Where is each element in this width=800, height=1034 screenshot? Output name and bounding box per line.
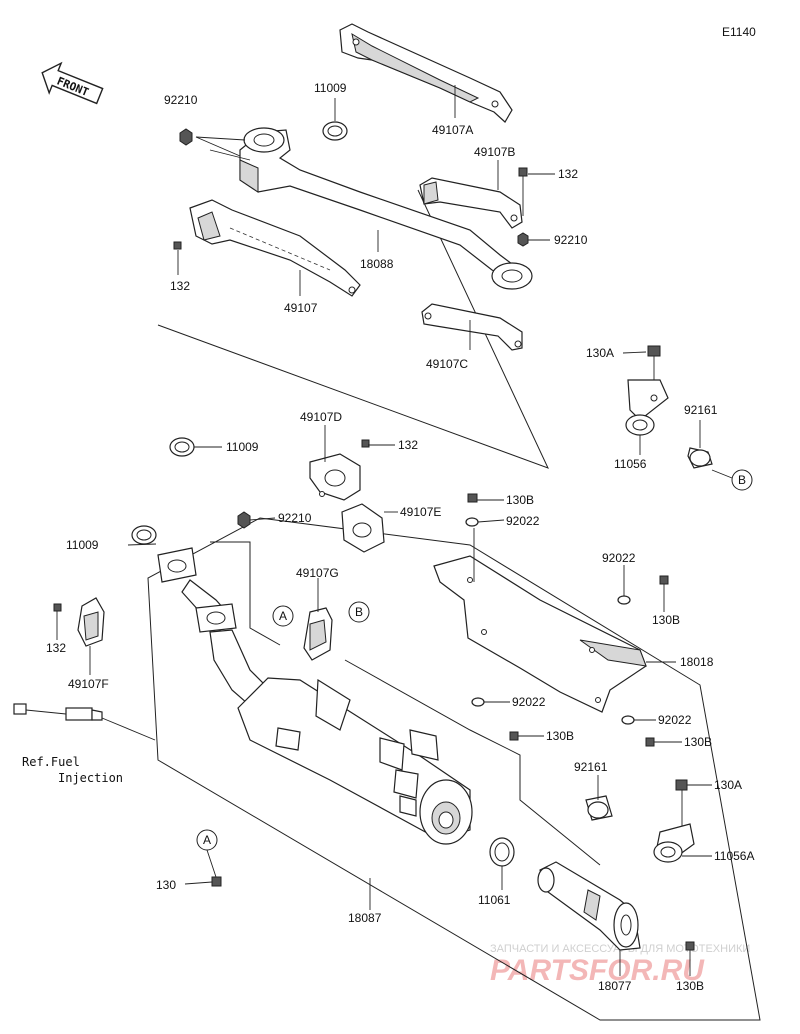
- heat-shield-49107d: [309, 453, 361, 501]
- bolt-132-d-icon: [361, 439, 370, 448]
- front-arrow-icon: FRONT: [41, 61, 104, 105]
- label-49107a: 49107A: [432, 123, 473, 137]
- assembly-frame-upper: [157, 189, 549, 469]
- bolt-130-icon: [206, 849, 222, 887]
- label-132-b: 132: [558, 167, 578, 181]
- gasket-11009-top: [322, 121, 348, 141]
- oxygen-sensor: [13, 703, 103, 721]
- gasket-11009-left: [131, 525, 157, 545]
- heat-shield-49107c: [421, 303, 523, 351]
- label-92022-low2: 92022: [658, 713, 692, 727]
- label-92022-right: 92022: [602, 551, 636, 565]
- bolt-132-left-icon: [173, 241, 182, 250]
- front-pipe-flange: [157, 547, 271, 711]
- bolt-132-b-icon: [518, 167, 528, 216]
- label-18018: 18018: [680, 655, 714, 669]
- label-92022-top: 92022: [506, 514, 540, 528]
- label-18087: 18087: [348, 911, 382, 925]
- heat-shield-49107b: [419, 177, 523, 229]
- nut-92210-mid-icon: [237, 511, 251, 529]
- part-labels: 11009 92210 49107A 49107B 132 92210 1808…: [46, 81, 754, 993]
- heat-shield-18018: [433, 555, 647, 713]
- heat-shield-49107a: [339, 23, 513, 123]
- label-49107d: 49107D: [300, 410, 342, 424]
- bolt-130b-bottom-icon: [685, 941, 695, 951]
- label-132-f: 132: [46, 641, 66, 655]
- nut-92210-top-icon: [179, 128, 193, 146]
- frame-segment-a: [210, 541, 281, 646]
- callout-b-mid: B: [348, 601, 370, 623]
- label-130b-low: 130B: [546, 729, 574, 743]
- callout-a-low: A: [196, 829, 218, 851]
- label-130b-low2: 130B: [684, 735, 712, 749]
- label-130: 130: [156, 878, 176, 892]
- label-130b-top: 130B: [506, 493, 534, 507]
- bolt-130b-low2-icon: [645, 737, 655, 747]
- heat-shield-49107f: [77, 597, 105, 647]
- label-130b-bottom: 130B: [676, 979, 704, 993]
- label-18088: 18088: [360, 257, 394, 271]
- label-11009-top: 11009: [314, 81, 347, 95]
- ref-fuel-injection-note: Ref.Fuel Injection: [22, 755, 123, 785]
- callout-b-mid-label: B: [355, 605, 363, 619]
- label-92161-top: 92161: [684, 403, 718, 417]
- nut-92210-right-icon: [517, 232, 529, 247]
- label-11056a: 11056A: [714, 849, 754, 863]
- label-49107f: 49107F: [68, 677, 109, 691]
- watermark: ЗАПЧАСТИ И АКСЕССУАРЫ ДЛЯ МОТОТЕХНИКИ PA…: [490, 943, 750, 987]
- label-11009-left: 11009: [66, 538, 99, 552]
- label-49107g: 49107G: [296, 566, 339, 580]
- exhaust-pipe-18088: [239, 127, 533, 290]
- bolt-130b-right-icon: [659, 575, 669, 585]
- watermark-brand: PARTSFOR.RU: [490, 954, 705, 987]
- callout-a-low-label: A: [203, 833, 211, 847]
- label-49107: 49107: [284, 301, 318, 315]
- callout-b-upper-label: B: [738, 473, 746, 487]
- muffler-18087: [237, 677, 473, 845]
- heat-shield-49107g: [303, 607, 333, 661]
- label-92022-low: 92022: [512, 695, 546, 709]
- bracket-assembly-upper: [625, 345, 713, 469]
- gasket-11009-mid: [169, 437, 195, 457]
- label-11061: 11061: [478, 893, 511, 907]
- label-11009-mid: 11009: [226, 440, 259, 454]
- bracket-assembly-lower: [585, 779, 695, 863]
- leader-lines: [56, 85, 733, 976]
- label-11056: 11056: [614, 457, 647, 471]
- diagram-code: E1140: [722, 25, 756, 39]
- label-92210-mid: 92210: [278, 511, 312, 525]
- label-130b-right: 130B: [652, 613, 680, 627]
- heat-shield-49107: [189, 199, 361, 297]
- washer-92022-right-icon: [617, 595, 631, 605]
- label-132-d: 132: [398, 438, 418, 452]
- washer-92022-low-icon: [471, 697, 485, 707]
- callout-a-mid-label: A: [279, 609, 287, 623]
- bolt-130b-top-icon: [467, 493, 478, 503]
- frame-segment-b: [344, 659, 601, 866]
- label-92210-right: 92210: [554, 233, 588, 247]
- label-92210-top: 92210: [164, 93, 198, 107]
- ref-note-line-2: Injection: [58, 771, 123, 785]
- label-49107e: 49107E: [400, 505, 441, 519]
- label-49107b: 49107B: [474, 145, 515, 159]
- bolt-132-f-icon: [53, 603, 62, 612]
- label-130a-top: 130A: [586, 346, 614, 360]
- heat-shield-49107e: [341, 503, 385, 553]
- label-49107c: 49107C: [426, 357, 468, 371]
- tail-pipe-18077: [537, 861, 641, 951]
- ref-note-line-1: Ref.Fuel: [22, 755, 80, 769]
- washer-92022-low2-icon: [621, 715, 635, 725]
- label-132-left: 132: [170, 279, 190, 293]
- label-92161-low: 92161: [574, 760, 608, 774]
- bolt-130b-low-icon: [509, 731, 519, 741]
- callout-b-upper: B: [731, 469, 753, 491]
- washer-92022-top-icon: [465, 517, 479, 527]
- gasket-11061: [489, 837, 515, 867]
- label-130a-low: 130A: [714, 778, 742, 792]
- callout-a-mid: A: [272, 605, 294, 627]
- label-18077: 18077: [598, 979, 632, 993]
